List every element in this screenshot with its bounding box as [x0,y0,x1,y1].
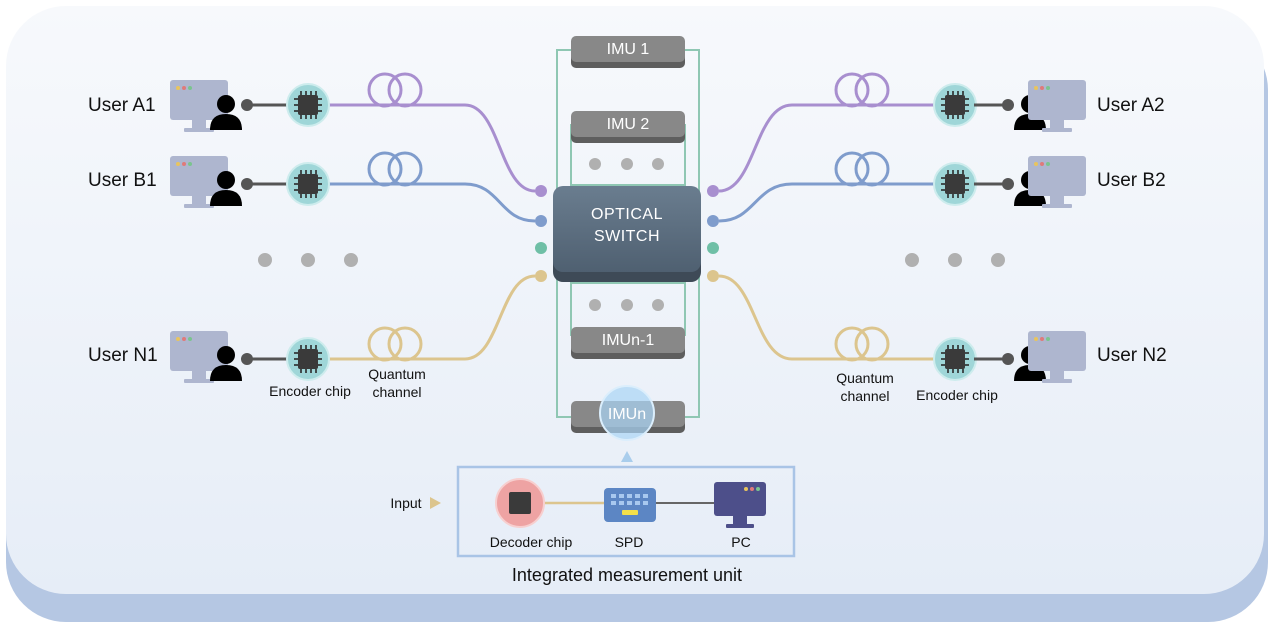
switch-label-line2: SWITCH [594,228,660,245]
decoder-chip-icon [495,478,545,528]
fiber-right-0 [718,103,934,193]
left-users-ellipsis [258,253,358,267]
input-label: Input [390,495,421,511]
fiber-left-2 [329,274,536,361]
optical-switch: OPTICAL SWITCH [553,186,701,282]
imu-1-label: IMU 1 [607,41,650,58]
fiber-coil-left-1-loop-1 [387,151,423,187]
imu-ellipsis-bottom [589,299,664,311]
user-a1: User A1 [88,80,330,132]
spd-icon [604,488,656,522]
encoder-chip-icon [933,162,977,206]
user-b2-label: User B2 [1097,170,1166,191]
user-b1: User B1 [88,156,330,208]
user-n1: User N1 [88,331,330,383]
imu-n-1-label: IMUn-1 [602,332,655,349]
pc-label: PC [731,534,750,550]
encoder-chip-icon [286,337,330,381]
imu-1: IMU 1 [571,36,685,68]
switch-ports [535,185,719,282]
fiber-coil-left-0-loop-1 [387,72,423,108]
switch-label-line1: OPTICAL [591,206,663,223]
channel-label-left-1: Quantum [368,366,426,382]
fibers-right [718,72,934,362]
fiber-coil-left-2-loop-0 [367,326,403,362]
imu-ellipsis-top [589,158,664,170]
fiber-right-1 [718,182,934,223]
imu-n-1: IMUn-1 [571,327,685,359]
user-b1-label: User B1 [88,170,157,191]
fiber-coil-right-1-loop-0 [834,151,870,187]
fiber-coil-right-2-loop-1 [854,326,890,362]
imu-2: IMU 2 [571,111,685,143]
encoder-chip-icon [286,83,330,127]
fiber-coil-right-0-loop-1 [854,72,890,108]
fiber-left-1 [329,182,536,223]
imu-n-label: IMUn [608,406,646,423]
fiber-coil-left-1-loop-0 [367,151,403,187]
fiber-coil-right-1-loop-1 [854,151,890,187]
encoder-chip-icon [933,337,977,381]
user-n2: User N2 [933,331,1167,383]
fibers-left [329,72,536,362]
imu-detail: Input Decoder chip SPD PC [390,465,796,558]
right-users-ellipsis [905,253,1005,267]
user-n2-label: User N2 [1097,345,1167,366]
channel-label-right-2: channel [840,388,889,404]
encoder-chip-icon [286,162,330,206]
encoder-chip-label-left: Encoder chip [269,383,351,399]
input-arrow-icon [430,497,441,509]
imu-2-label: IMU 2 [607,116,650,133]
detail-pointer [621,451,633,462]
fiber-right-2 [718,274,934,361]
encoder-chip-label-right: Encoder chip [916,387,998,403]
decoder-chip-label: Decoder chip [490,534,573,550]
encoder-chip-icon [933,83,977,127]
fiber-coil-left-0-loop-0 [367,72,403,108]
user-n1-label: User N1 [88,345,158,366]
channel-label-left-2: channel [372,384,421,400]
user-a1-label: User A1 [88,95,156,116]
background-panel [6,6,1264,594]
fiber-coil-right-0-loop-0 [834,72,870,108]
user-a2: User A2 [933,80,1165,132]
imu-n: IMUn [571,385,685,441]
spd-label: SPD [615,534,644,550]
user-b2: User B2 [933,156,1166,208]
user-a2-label: User A2 [1097,95,1165,116]
fiber-coil-right-2-loop-0 [834,326,870,362]
imu-detail-caption: Integrated measurement unit [512,565,742,585]
fiber-coil-left-2-loop-1 [387,326,423,362]
pc-icon [714,482,766,528]
channel-label-right-1: Quantum [836,370,894,386]
fiber-left-0 [329,103,536,193]
